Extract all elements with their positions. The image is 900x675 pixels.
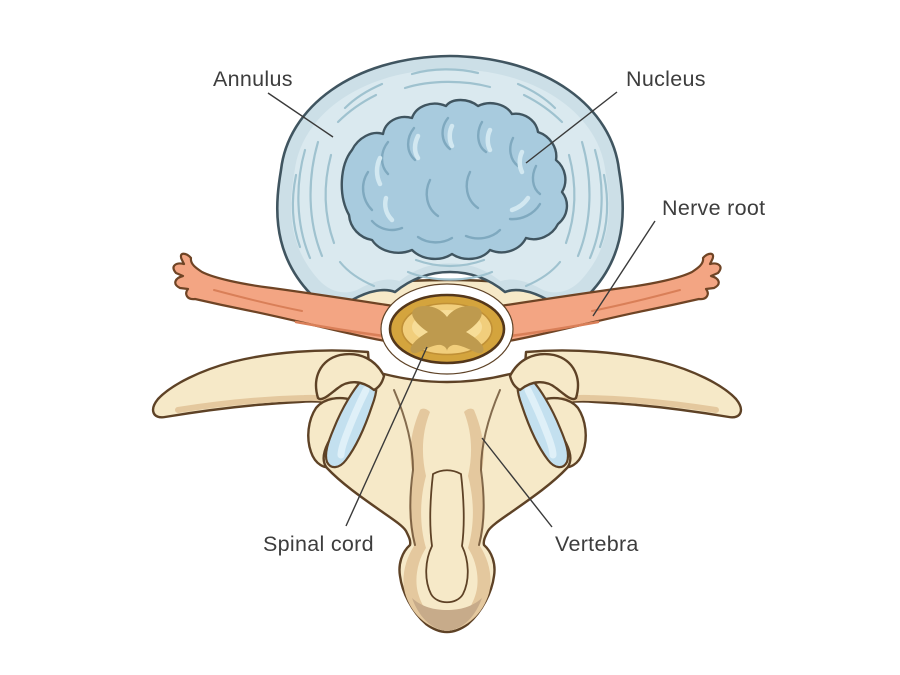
nucleus-lobe-line: [416, 235, 454, 244]
annotation-layer: Annulus Nucleus Nerve root Spinal cord V…: [213, 67, 765, 556]
label-vertebra: Vertebra: [555, 532, 639, 556]
spinal-cord-group: [380, 283, 514, 375]
nucleus-highlight: [447, 123, 455, 149]
nucleus-highlight: [374, 155, 383, 187]
annulus-lamella-line: [406, 270, 494, 281]
nucleus-highlight: [412, 133, 421, 161]
annulus-lamella-line: [414, 258, 486, 268]
nucleus-lobe-line: [509, 136, 520, 168]
nucleus-lobe-line: [477, 120, 488, 154]
lamina-ridge-left: [393, 389, 416, 546]
nucleus-lobe-line: [465, 170, 480, 210]
nucleus-lobe-line: [464, 228, 502, 240]
articular-hump-left: [314, 352, 386, 401]
label-annulus: Annulus: [213, 67, 293, 91]
annulus-lamella-line: [336, 93, 378, 124]
annulus-lamella-line: [309, 140, 324, 258]
leader-line-nerve-root: [592, 220, 656, 317]
nucleus-lobe-line: [441, 116, 452, 151]
annulus-lamella-line: [343, 82, 384, 110]
nucleus-lobe-line: [370, 219, 404, 232]
leader-line-annulus: [267, 92, 334, 138]
gray-matter-butterfly: [410, 306, 484, 354]
nucleus-lobe-line: [361, 170, 374, 212]
disc-group: [275, 54, 625, 306]
nucleus-lobe-line: [531, 164, 542, 196]
lamina-ridge-right: [478, 389, 501, 546]
annulus-lamella-line: [410, 68, 480, 76]
nucleus-lobe-line: [406, 126, 417, 162]
spinous-teardrop: [425, 469, 469, 604]
nucleus-lobe-line: [508, 202, 542, 221]
annulus-lamella-line: [297, 148, 312, 260]
label-nerve-root: Nerve root: [662, 196, 765, 220]
leader-line-spinal-cord: [345, 346, 428, 527]
annulus-lamella-line: [403, 80, 492, 90]
spinous-shade-left: [403, 408, 446, 631]
nucleus-highlight: [383, 195, 395, 223]
nucleus-highlight: [517, 149, 525, 175]
nerve-root-left: [172, 252, 428, 348]
nucleus-lobe-line: [425, 178, 440, 218]
nucleus-lobes: [361, 116, 542, 244]
nerve-root-crease: [213, 289, 303, 312]
annulus-lamellae: [291, 68, 609, 288]
nucleus-highlight: [509, 195, 531, 213]
label-nucleus: Nucleus: [626, 67, 706, 91]
annulus-lamella-line: [338, 260, 376, 288]
annulus-lamella-line: [291, 173, 302, 249]
nucleus-highlight: [485, 127, 493, 153]
leader-line-vertebra: [481, 437, 553, 528]
annulus-lamella-line: [324, 153, 336, 245]
spinous-tip-shade: [412, 598, 482, 631]
leader-line-nucleus: [525, 91, 618, 164]
label-spinal-cord: Spinal cord: [263, 532, 374, 556]
facet-cartilage-highlight: [337, 386, 370, 459]
